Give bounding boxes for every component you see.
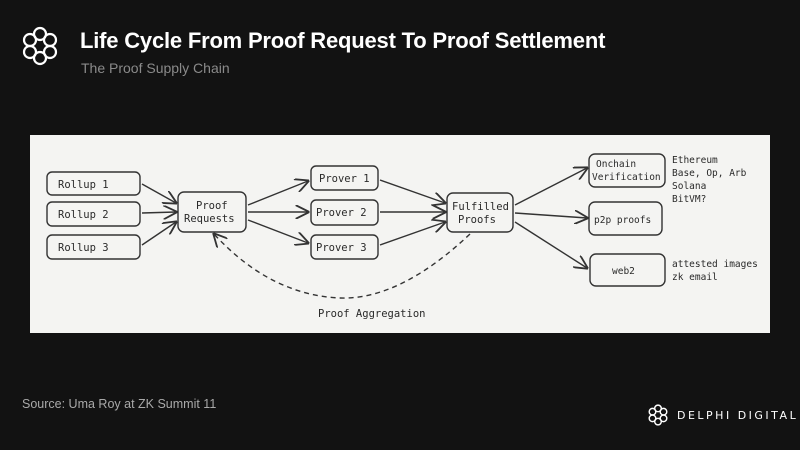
fulfilled-proofs-box — [446, 192, 514, 233]
rollup-1-label: Rollup 1 — [58, 179, 109, 191]
onchain-note-l2s: Base, Op, Arb — [672, 168, 747, 179]
rollup-1-box — [46, 171, 141, 196]
onchain-label-1: Onchain — [596, 159, 636, 170]
proof-supply-chain-diagram: Rollup 1 Rollup 2 Rollup 3 Proof Request… — [30, 135, 770, 333]
prover-3-label: Prover 3 — [316, 242, 367, 254]
proof-aggregation-arrow — [214, 234, 471, 299]
onchain-label-2: Verification — [592, 172, 661, 183]
rollup-2-label: Rollup 2 — [58, 209, 109, 221]
prover-2-box — [310, 199, 379, 226]
source-citation: Source: Uma Roy at ZK Summit 11 — [22, 397, 217, 411]
p2p-proofs-box — [588, 201, 663, 236]
web2-note-zk-email: zk email — [672, 272, 718, 283]
delphi-logo-icon — [22, 26, 58, 66]
rollup-3-box — [46, 234, 141, 260]
proof-requests-label-1: Proof — [196, 200, 228, 212]
delphi-knot-icon — [648, 404, 668, 426]
p2p-proofs-label: p2p proofs — [594, 215, 651, 226]
proof-aggregation-label: Proof Aggregation — [318, 308, 425, 320]
fulfilled-proofs-label-1: Fulfilled — [452, 201, 509, 213]
onchain-note-bitvm: BitVM? — [672, 194, 706, 205]
proof-requests-label-2: Requests — [184, 213, 235, 225]
web2-note-attested-images: attested images — [672, 259, 758, 270]
brand-name: DELPHI DIGITAL — [677, 408, 799, 422]
onchain-note-solana: Solana — [672, 181, 706, 192]
web2-label: web2 — [612, 266, 635, 277]
brand-logo: DELPHI DIGITAL — [647, 404, 798, 426]
flow-arrows — [141, 168, 587, 268]
prover-1-label: Prover 1 — [319, 173, 370, 185]
fulfilled-proofs-label-2: Proofs — [458, 214, 496, 226]
rollup-2-box — [46, 201, 141, 227]
proof-requests-box — [177, 191, 247, 233]
prover-1-box — [310, 165, 379, 191]
page-subtitle: The Proof Supply Chain — [81, 60, 230, 76]
rollup-3-label: Rollup 3 — [58, 242, 109, 254]
web2-box — [589, 253, 666, 287]
page-title: Life Cycle From Proof Request To Proof S… — [80, 28, 606, 53]
prover-3-box — [310, 234, 379, 260]
onchain-note-ethereum: Ethereum — [672, 155, 718, 166]
prover-2-label: Prover 2 — [316, 207, 367, 219]
